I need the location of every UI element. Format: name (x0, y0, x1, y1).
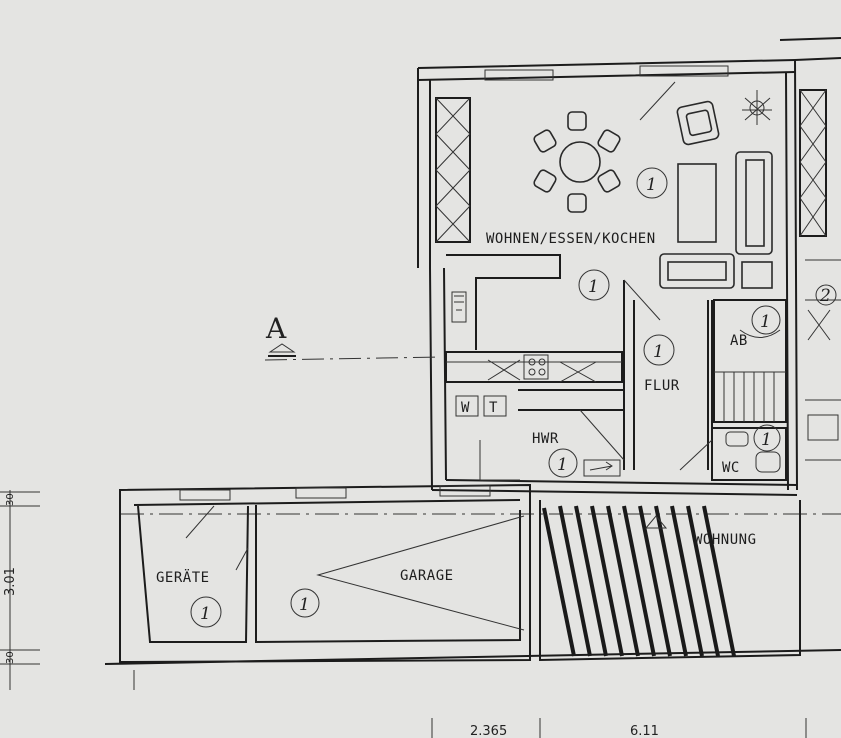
svg-text:6.11: 6.11 (630, 724, 659, 738)
room-label-hall: FLUR (644, 378, 680, 394)
unit-mark-living: 1 (636, 167, 668, 199)
plant-icon (742, 90, 772, 125)
unit-mark-utility: 1 (548, 448, 578, 478)
garage-block (119, 483, 531, 664)
sofa (659, 151, 773, 289)
unit-mark-garden-tools: 1 (190, 596, 222, 628)
unit-mark-storage: 1 (751, 305, 781, 335)
svg-text:1: 1 (557, 455, 568, 475)
unit-mark-hall: 1 (643, 334, 675, 366)
room-label-wc: WC (722, 460, 740, 476)
right-window-panel (799, 89, 827, 237)
dimension-side: 3.01 30 30 (0, 490, 40, 690)
dimension-bottom: 2.365 6.11 (431, 718, 807, 738)
staircase (713, 299, 787, 423)
svg-text:1: 1 (588, 277, 599, 297)
svg-text:1: 1 (761, 430, 772, 450)
armchair (676, 100, 720, 146)
room-label-living: WOHNEN/ESSEN/KOCHEN (486, 231, 656, 247)
svg-text:1: 1 (200, 604, 211, 624)
washer-label: W (461, 400, 470, 416)
section-marker: A (265, 312, 287, 345)
room-label-utility: HWR (532, 431, 559, 447)
svg-text:1: 1 (299, 595, 310, 615)
unit-mark-wc: 1 (753, 424, 781, 452)
svg-text:1: 1 (760, 312, 771, 332)
dining-table (533, 111, 621, 213)
coffee-table (677, 163, 717, 243)
svg-text:2.365: 2.365 (470, 724, 507, 738)
driveway-hatch (539, 500, 801, 662)
unit-mark-neighbor: 2 (819, 286, 831, 306)
sight-line (639, 81, 676, 121)
wc-room (679, 427, 787, 481)
room-label-garden-tools: GERÄTE (156, 568, 210, 586)
svg-text:30: 30 (5, 493, 16, 506)
dryer-label: T (489, 400, 498, 416)
section-line-a: A (264, 312, 441, 361)
left-window-panel (435, 97, 471, 243)
unit-mark-kitchen: 1 (578, 269, 610, 301)
unit-mark-garage: 1 (290, 588, 320, 618)
svg-text:1: 1 (653, 342, 664, 362)
kitchen-block (445, 254, 623, 383)
svg-text:1: 1 (646, 175, 657, 195)
room-label-apartment: WOHNUNG (694, 532, 757, 548)
room-label-storage: AB (730, 333, 748, 349)
room-label-garage: GARAGE (400, 568, 454, 584)
utility-room: W T (455, 395, 625, 481)
svg-text:3.01: 3.01 (3, 567, 18, 596)
neighbor-building: 2 (779, 37, 841, 461)
svg-text:30: 30 (5, 651, 16, 664)
ground-line (104, 649, 841, 665)
